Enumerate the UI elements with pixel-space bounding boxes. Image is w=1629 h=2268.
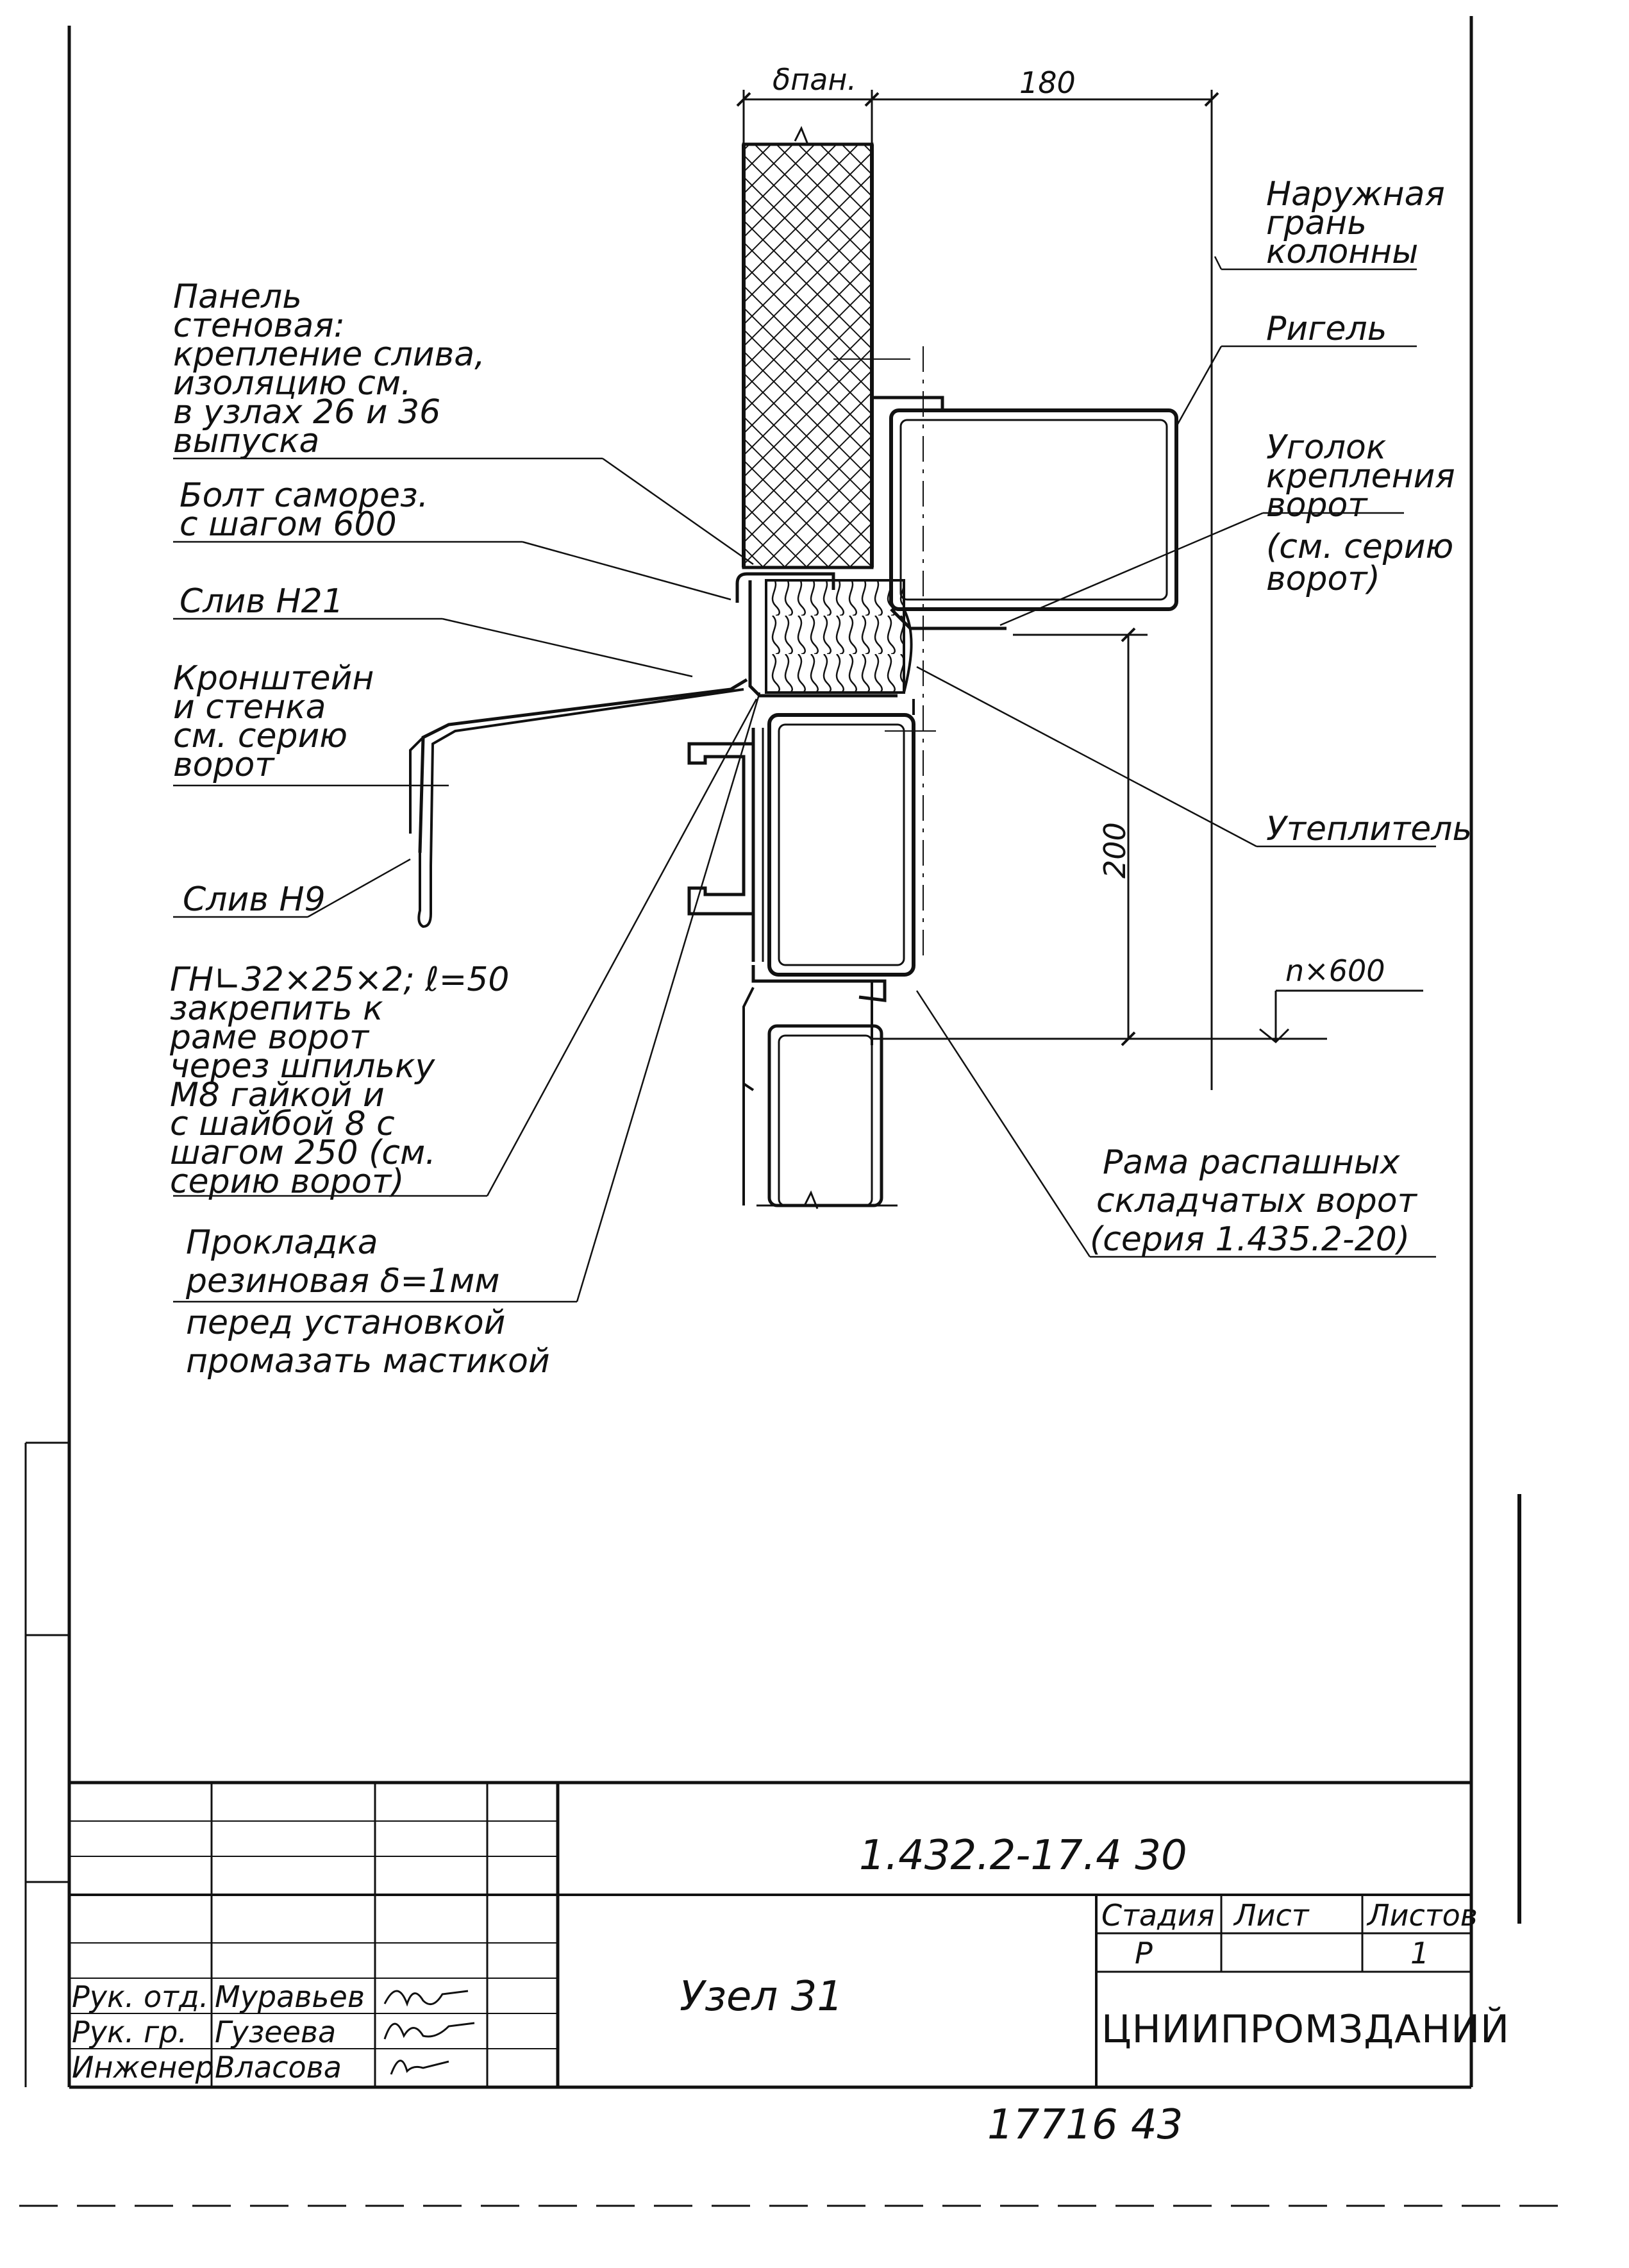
- svg-text:выпуска: выпуска: [173, 422, 319, 460]
- signature-1: [383, 1990, 469, 2007]
- svg-text:закрепить к: закрепить к: [170, 989, 383, 1028]
- title-block: 1.432.2-17.4 30 Узел 31 Стадия Лист Лист…: [69, 1781, 1510, 2089]
- svg-text:серию ворот): серию ворот): [170, 1163, 405, 1201]
- svg-text:перед установкой: перед установкой: [186, 1304, 505, 1342]
- svg-text:(серия 1.435.2-20): (серия 1.435.2-20): [1090, 1220, 1410, 1259]
- gate-frame-box: [767, 713, 915, 977]
- signature-3: [390, 2060, 449, 2075]
- callout-bolt: Болт саморез. с шагом 600: [180, 476, 428, 544]
- sheet-frame: [19, 16, 1564, 2207]
- svg-text:промазать мастикой: промазать мастикой: [186, 1342, 550, 1381]
- callout-drip-h21: Слив Н21: [180, 582, 344, 621]
- dim-180: 180: [1019, 65, 1076, 100]
- svg-text:грань: грань: [1266, 204, 1367, 242]
- organization: ЦНИИПРОМЗДАНИЙ: [1101, 2006, 1510, 2052]
- svg-text:ГН∟32×25×2; ℓ=50: ГН∟32×25×2; ℓ=50: [170, 961, 509, 999]
- svg-text:шагом 250 (см.: шагом 250 (см.: [170, 1134, 436, 1172]
- callout-gasket: Прокладка резиновая δ=1мм: [185, 1223, 500, 1300]
- svg-text:через шпильку: через шпильку: [170, 1047, 436, 1086]
- svg-text:изоляцию см.: изоляцию см.: [173, 364, 412, 403]
- name-head-group: Гузеева: [215, 2015, 336, 2049]
- svg-text:с шагом 600: с шагом 600: [180, 505, 397, 544]
- svg-text:резиновая δ=1мм: резиновая δ=1мм: [185, 1262, 500, 1300]
- svg-text:колонны: колонны: [1266, 233, 1418, 271]
- insulation: [765, 579, 905, 694]
- rigel-box: [889, 408, 1178, 611]
- callout-panel: Панель стеновая: крепление слива, изоляц…: [173, 278, 485, 460]
- footer-number: 17716 43: [987, 2101, 1183, 2149]
- svg-text:Наружная: Наружная: [1266, 175, 1445, 214]
- callout-outer-face: Наружная грань колонны: [1266, 175, 1445, 271]
- callout-gate-frame: Рама распашных складчатых ворот (серия 1…: [1090, 1143, 1418, 1259]
- wall-panel: [742, 142, 874, 569]
- callout-rigel: Ригель: [1266, 310, 1387, 348]
- drip-h9: [417, 853, 432, 928]
- leader-lines: [173, 256, 1436, 1303]
- svg-text:Кронштейн: Кронштейн: [173, 659, 374, 698]
- svg-text:складчатых ворот: складчатых ворот: [1096, 1182, 1418, 1220]
- c-channel: [687, 742, 753, 916]
- dim-step: n×600: [1285, 953, 1385, 988]
- callout-gn-angle: ГН∟32×25×2; ℓ=50 закрепить к раме ворот …: [169, 961, 509, 1201]
- role-head-group: Рук. гр.: [72, 2015, 187, 2049]
- dim-panel-thickness: δпан.: [773, 62, 856, 97]
- svg-text:с шайбой 8 с: с шайбой 8 с: [170, 1105, 395, 1143]
- svg-text:в узлах 26 и 36: в узлах 26 и 36: [173, 393, 440, 432]
- node-title: Узел 31: [680, 1973, 843, 2020]
- name-engineer: Власова: [215, 2050, 342, 2085]
- drip-h21: [735, 572, 898, 698]
- svg-text:ворот: ворот: [1266, 486, 1368, 525]
- signature-2: [383, 2022, 475, 2040]
- svg-text:крепление слива,: крепление слива,: [173, 335, 485, 374]
- sheets-header: Листов: [1366, 1898, 1478, 1933]
- stage-value: Р: [1135, 1936, 1153, 1970]
- svg-text:и стенка: и стенка: [173, 688, 326, 727]
- dimensions: δпан. 180 200 n×600: [736, 62, 1423, 1090]
- dim-200: 200: [1098, 822, 1132, 878]
- svg-text:ворот): ворот): [1266, 560, 1380, 598]
- svg-text:(см. серию: (см. серию: [1266, 528, 1453, 566]
- callout-drip-h9: Слив Н9: [183, 880, 326, 919]
- stage-header: Стадия: [1101, 1898, 1214, 1933]
- svg-text:Рама распашных: Рама распашных: [1103, 1143, 1401, 1182]
- drawing-code: 1.432.2-17.4 30: [859, 1832, 1187, 1879]
- sheets-value: 1: [1410, 1936, 1429, 1970]
- svg-text:Панель: Панель: [173, 278, 302, 316]
- role-engineer: Инженер: [72, 2050, 214, 2085]
- callout-angle: Уголок крепления ворот (см. серию ворот): [1266, 428, 1455, 598]
- svg-text:Уголок: Уголок: [1266, 428, 1387, 467]
- svg-text:раме ворот: раме ворот: [169, 1018, 370, 1057]
- section-drawing: [409, 126, 1178, 1209]
- svg-text:см. серию: см. серию: [173, 717, 347, 755]
- callout-mastic: перед установкой промазать мастикой: [186, 1304, 550, 1381]
- svg-text:Болт саморез.: Болт саморез.: [180, 476, 428, 515]
- svg-text:М8 гайкой и: М8 гайкой и: [170, 1076, 385, 1114]
- svg-text:Прокладка: Прокладка: [186, 1223, 378, 1262]
- name-head-dept: Муравьев: [215, 1979, 365, 2014]
- role-head-dept: Рук. отд.: [72, 1979, 208, 2014]
- callout-bracket: Кронштейн и стенка см. серию ворот: [173, 659, 374, 784]
- svg-text:ворот: ворот: [173, 746, 275, 784]
- callout-insulation: Утеплитель: [1266, 810, 1472, 848]
- svg-text:крепления: крепления: [1266, 457, 1455, 496]
- sheet-header: Лист: [1233, 1898, 1310, 1933]
- svg-text:стеновая:: стеновая:: [173, 307, 345, 345]
